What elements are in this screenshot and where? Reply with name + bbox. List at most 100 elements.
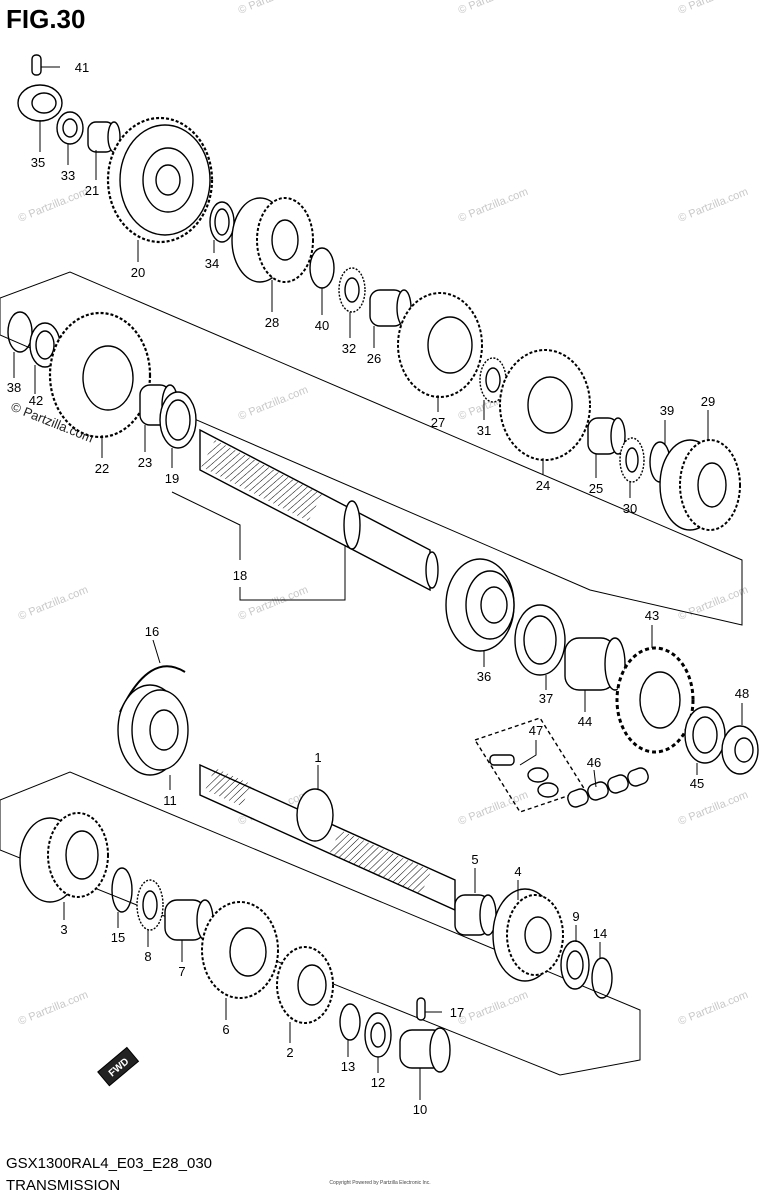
collar-10 <box>399 1027 451 1073</box>
callout-8: 8 <box>144 949 151 964</box>
watermark-text: © Partzilla.com <box>237 584 310 623</box>
pin-41 <box>31 54 42 76</box>
gear-29 <box>659 439 741 531</box>
pin-17 <box>416 997 426 1021</box>
callout-24: 24 <box>536 478 550 493</box>
collar-35 <box>17 84 63 122</box>
washer-30 <box>619 437 645 483</box>
gear-22 <box>48 311 152 439</box>
callout-43: 43 <box>645 608 659 623</box>
gear-27 <box>397 292 483 398</box>
gear-6 <box>201 901 279 999</box>
callout-39: 39 <box>660 403 674 418</box>
callout-17: 17 <box>450 1005 464 1020</box>
forward-direction-badge: FWD <box>97 1046 140 1087</box>
callout-44: 44 <box>578 714 592 729</box>
callout-35: 35 <box>31 155 45 170</box>
callout-1: 1 <box>314 750 321 765</box>
watermark-text: © Partzilla.com <box>457 789 530 828</box>
watermark-text: © Partzilla.com <box>17 989 90 1028</box>
countershaft-frame <box>0 271 743 626</box>
watermark-text: © Partzilla.com <box>457 186 530 225</box>
leader-lines <box>13 66 743 1100</box>
bearing-11 <box>117 684 189 776</box>
circlip-13 <box>339 1003 361 1041</box>
watermark-text: © Partzilla.com <box>677 584 750 623</box>
callout-42: 42 <box>29 393 43 408</box>
callout-14: 14 <box>593 926 607 941</box>
copyright-note: Copyright Powered by Partzilla Electroni… <box>329 1180 431 1186</box>
callout-40: 40 <box>315 318 329 333</box>
circlip-38 <box>7 311 33 353</box>
callout-31: 31 <box>477 423 491 438</box>
circlip-14 <box>591 957 613 999</box>
callout-33: 33 <box>61 168 75 183</box>
chain-joint-kit-47 <box>473 717 587 813</box>
driveshaft-1 <box>199 763 456 912</box>
callout-36: 36 <box>477 669 491 684</box>
washer-33 <box>56 111 84 145</box>
circlip-15 <box>111 867 133 913</box>
gear-4 <box>492 888 564 982</box>
callout-21: 21 <box>85 183 99 198</box>
sprocket-43 <box>615 646 695 754</box>
callout-37: 37 <box>539 691 553 706</box>
callout-41: 41 <box>75 60 89 75</box>
watermark-text: © Partzilla.com <box>17 584 90 623</box>
callout-18: 18 <box>233 568 247 583</box>
gear-24 <box>499 349 591 461</box>
needle-bearing-25 <box>587 417 626 455</box>
callout-labels: 41 35 33 21 20 34 28 40 32 26 27 31 24 2… <box>7 60 749 1117</box>
callout-29: 29 <box>701 394 715 409</box>
callout-48: 48 <box>735 686 749 701</box>
callout-19: 19 <box>165 471 179 486</box>
needle-washer-32 <box>338 267 366 313</box>
callout-25: 25 <box>589 481 603 496</box>
watermark-text: © Partzilla.com <box>457 0 530 17</box>
callout-47: 47 <box>529 723 543 738</box>
section-name: TRANSMISSION <box>6 1177 121 1194</box>
callout-6: 6 <box>222 1022 229 1037</box>
callout-20: 20 <box>131 265 145 280</box>
bearing-36 <box>445 558 515 652</box>
washer-19 <box>159 391 197 449</box>
gear-2 <box>276 946 334 1024</box>
callout-15: 15 <box>111 930 125 945</box>
drive-chain-46 <box>567 767 649 808</box>
washer-34 <box>209 201 235 243</box>
watermark-text: © Partzilla.com <box>457 989 530 1028</box>
watermark-text: © Partzilla.com <box>677 0 750 17</box>
callout-26: 26 <box>367 351 381 366</box>
callout-16: 16 <box>145 624 159 639</box>
callout-27: 27 <box>431 415 445 430</box>
oil-seal-37 <box>514 604 566 676</box>
callout-22: 22 <box>95 461 109 476</box>
callout-28: 28 <box>265 315 279 330</box>
gear-3 <box>19 812 109 903</box>
watermark-text: © Partzilla.com <box>237 0 310 17</box>
callout-13: 13 <box>341 1059 355 1074</box>
spacer-44 <box>564 637 626 691</box>
washer-12 <box>364 1012 392 1058</box>
callout-9: 9 <box>572 909 579 924</box>
callout-11: 11 <box>163 793 177 808</box>
callout-2: 2 <box>286 1045 293 1060</box>
callout-3: 3 <box>60 922 67 937</box>
model-code: GSX1300RAL4_E03_E28_030 <box>6 1155 213 1172</box>
washer-8 <box>136 879 164 931</box>
washer-9 <box>560 940 590 990</box>
callout-45: 45 <box>690 776 704 791</box>
callout-5: 5 <box>471 852 478 867</box>
gear-28 <box>231 197 314 283</box>
gear-20 <box>106 116 214 244</box>
nut-48 <box>721 725 759 775</box>
callout-7: 7 <box>178 964 185 979</box>
watermark-text: © Partzilla.com <box>237 384 310 423</box>
callout-32: 32 <box>342 341 356 356</box>
callout-12: 12 <box>371 1075 385 1090</box>
callout-30: 30 <box>623 501 637 516</box>
washer-45 <box>684 706 726 764</box>
watermark-text: © Partzilla.com <box>677 789 750 828</box>
